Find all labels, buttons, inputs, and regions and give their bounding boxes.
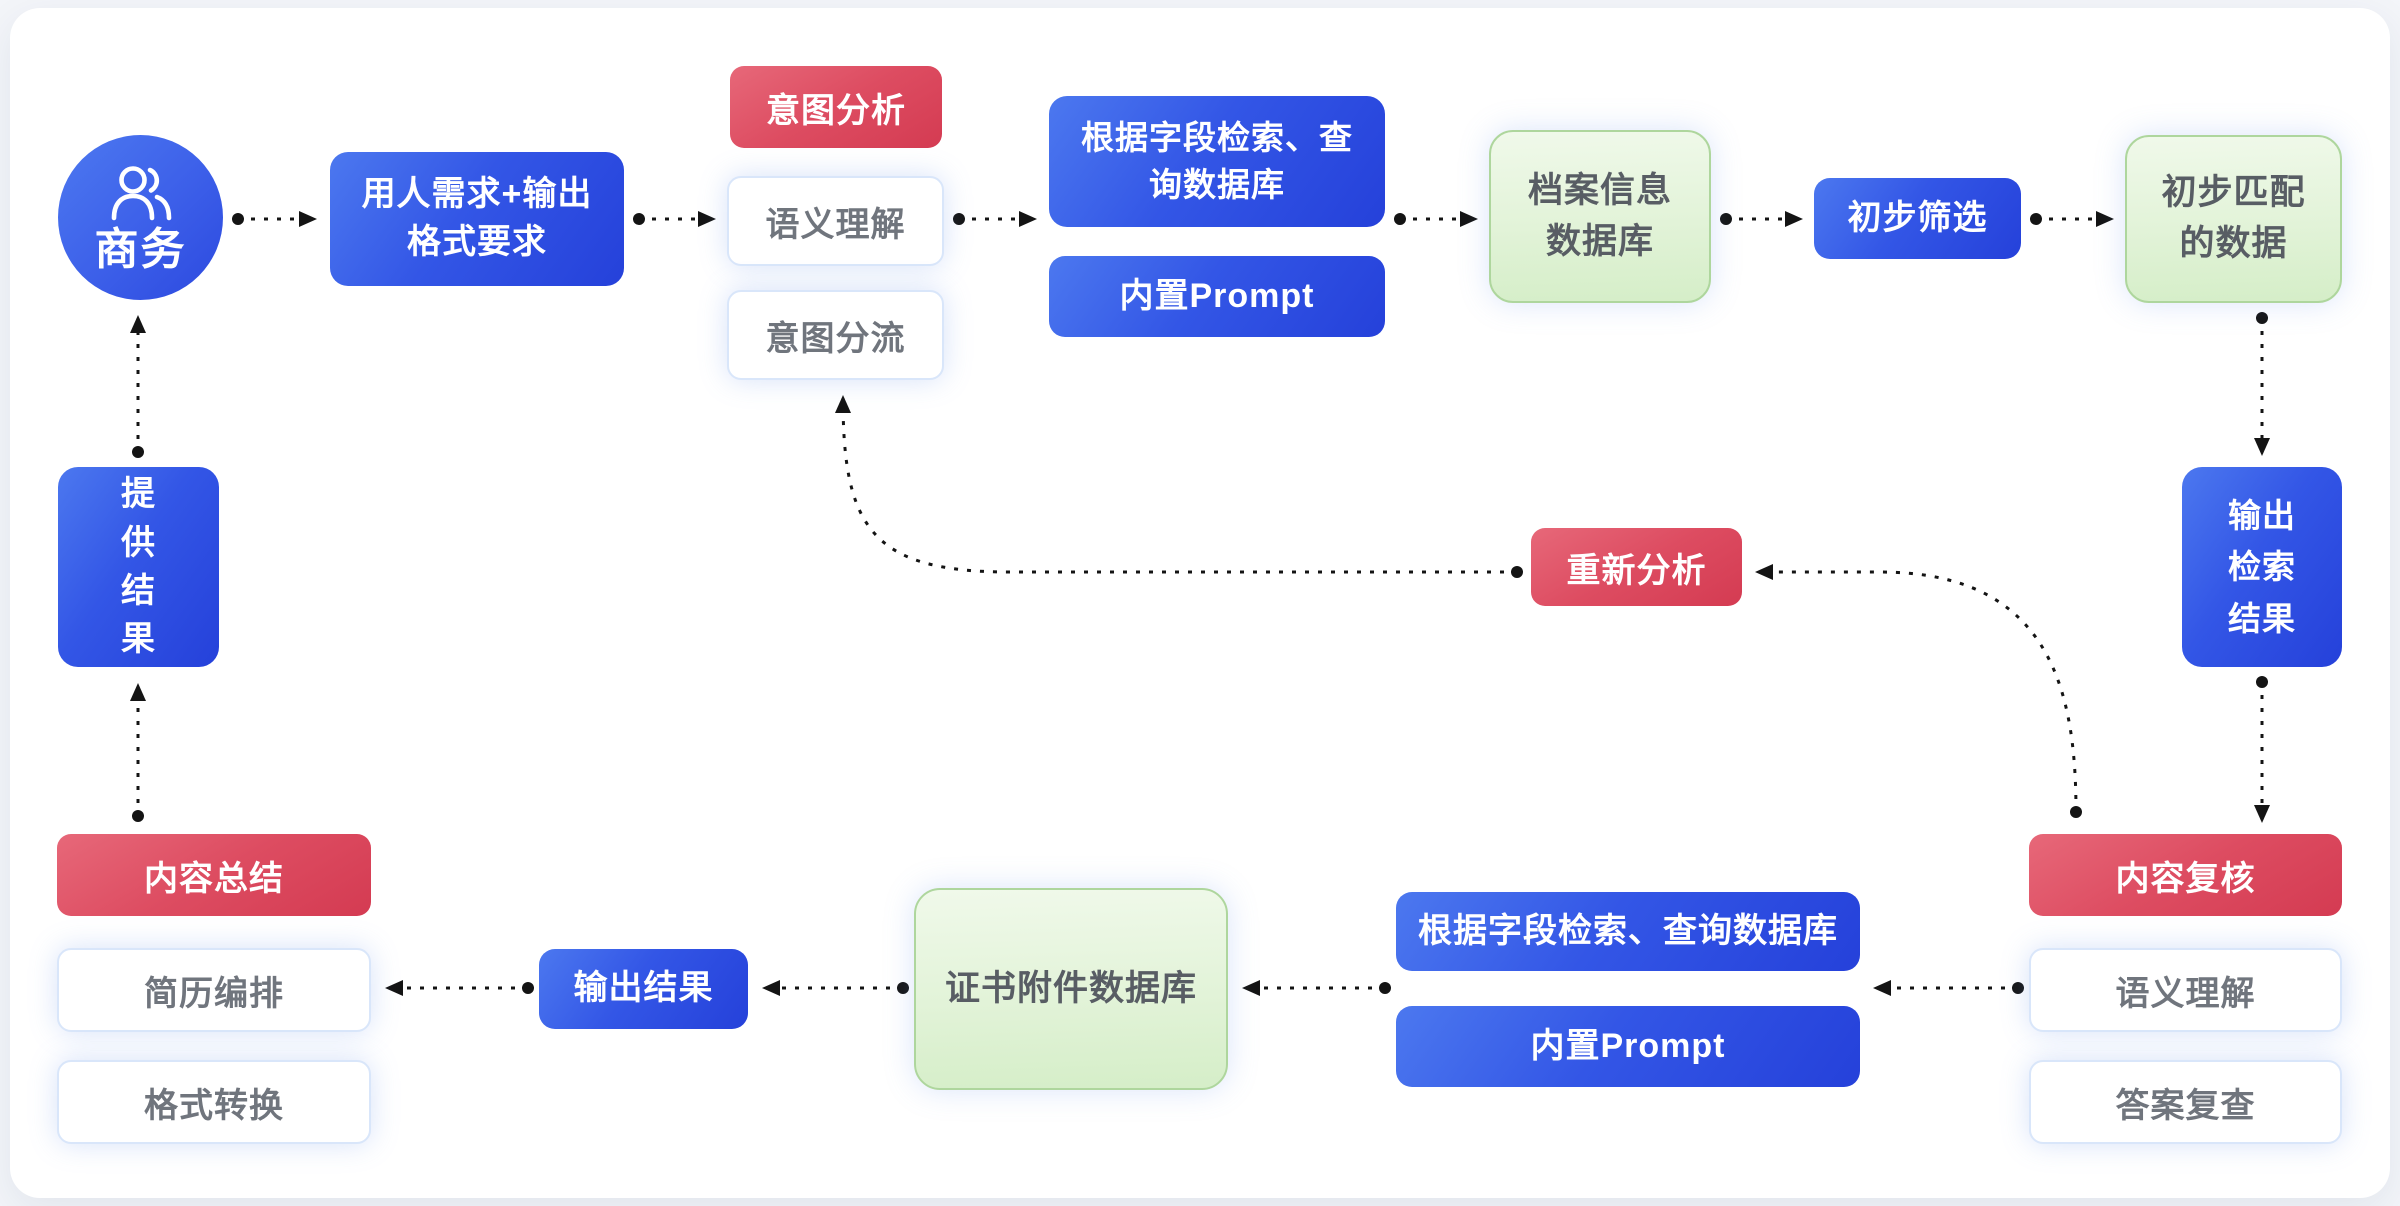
node-field-search-top: 根据字段检索、查 询数据库	[1049, 96, 1385, 227]
node-builtin-prompt-bottom: 内置Prompt	[1396, 1006, 1860, 1087]
node-semantic-understanding-bottom: 语义理解	[2029, 948, 2342, 1032]
node-field-search-bottom: 根据字段检索、查询数据库	[1396, 892, 1860, 971]
node-preliminary-screening: 初步筛选	[1814, 178, 2021, 259]
node-resume-layout: 简历编排	[57, 948, 371, 1032]
node-certificate-database: 证书附件数据库	[914, 888, 1228, 1090]
node-archive-database: 档案信息 数据库	[1489, 130, 1711, 303]
node-intent-analysis-title: 意图分析	[730, 66, 942, 148]
people-icon	[111, 165, 171, 220]
node-reanalyze: 重新分析	[1531, 528, 1742, 606]
node-actor-business: 商务	[58, 135, 223, 300]
node-output-result: 输出结果	[539, 949, 748, 1029]
node-retrieval-output: 输出 检索 结果	[2182, 467, 2342, 667]
node-requirement: 用人需求+输出 格式要求	[330, 152, 624, 286]
node-intent-split: 意图分流	[727, 290, 944, 380]
node-provide-result: 提 供 结 果	[58, 467, 219, 667]
node-format-conversion: 格式转换	[57, 1060, 371, 1144]
node-builtin-prompt-top: 内置Prompt	[1049, 256, 1385, 337]
node-answer-recheck: 答案复查	[2029, 1060, 2342, 1144]
node-content-summary-title: 内容总结	[57, 834, 371, 916]
node-content-review-title: 内容复核	[2029, 834, 2342, 916]
actor-label: 商务	[94, 224, 187, 274]
node-semantic-understanding-top: 语义理解	[727, 176, 944, 266]
node-matched-data: 初步匹配 的数据	[2125, 135, 2342, 303]
